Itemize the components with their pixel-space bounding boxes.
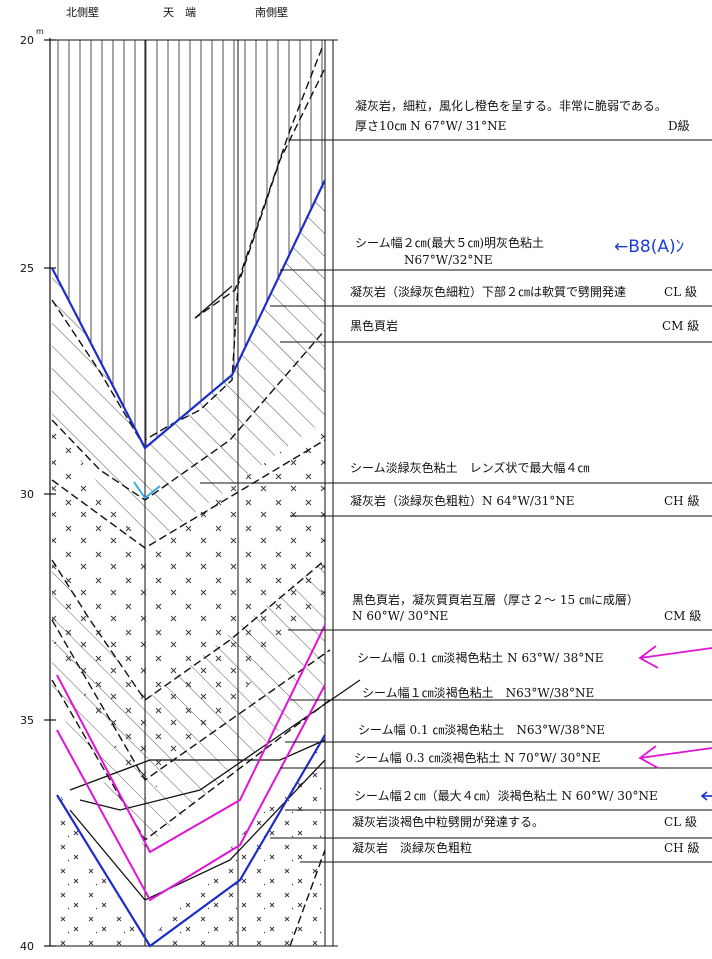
blue-boundary-lower	[56, 734, 326, 948]
tuff-hatched-band	[52, 180, 325, 548]
annotation-6-line1: 凝灰岩（淡緑灰色粗粒）N 64°W/31°NE	[350, 493, 575, 508]
annotation-2-line2: N67°W/32°NE	[404, 253, 493, 267]
annotation-14-line1: 凝灰岩 淡緑灰色粗粒	[352, 840, 472, 855]
annotation-list: 凝灰岩，細粒，風化し橙色を呈する。非常に脆弱である。 厚さ10㎝ N 67°W/…	[350, 98, 701, 855]
annotation-14-class: CH 級	[664, 841, 699, 855]
header-south-wall: 南側壁	[255, 5, 288, 19]
depth-axis: 20 m 25 30 35 40	[20, 27, 56, 953]
annotation-5-line1: シーム淡緑灰色粘土 レンズ状で最大幅４㎝	[350, 460, 589, 475]
weathered-tuff-zone	[52, 40, 325, 448]
header-north-wall: 北側壁	[66, 5, 99, 19]
annotation-1-line1: 凝灰岩，細粒，風化し橙色を呈する。非常に脆弱である。	[355, 98, 667, 113]
annotation-6-class: CH 級	[664, 494, 699, 508]
annotation-7-class: CM 級	[664, 609, 701, 623]
magenta-arrows	[638, 645, 712, 769]
annotation-1-line2: 厚さ10㎝ N 67°W/ 31°NE	[355, 119, 506, 133]
annotation-10-line1: シーム幅 0.1 ㎝淡褐色粘土 N63°W/38°NE	[358, 722, 605, 737]
annotation-11-line1: シーム幅 0.3 ㎝淡褐色粘土 N 70°W/ 30°NE	[354, 750, 600, 765]
cyan-seam-mark	[133, 481, 161, 500]
annotation-3-line1: 凝灰岩（淡緑灰色細粒）下部２㎝は軟質で劈開発達	[350, 284, 626, 299]
leader-lines	[200, 139, 712, 863]
annotation-1-class: D級	[668, 119, 690, 133]
depth-label-20: 20	[20, 34, 34, 47]
bottom-tuff-zone	[52, 740, 325, 946]
b8-blue-label: ←B8(A)ﾝ	[614, 237, 684, 257]
annotation-4-line1: 黒色頁岩	[350, 318, 398, 333]
depth-label-25: 25	[20, 262, 34, 275]
depth-unit: m	[36, 27, 44, 36]
magenta-seam-lower	[56, 684, 326, 902]
blue-arrow-icon	[700, 791, 712, 801]
depth-label-40: 40	[20, 940, 34, 953]
annotation-9-line1: シーム幅１㎝淡褐色粘土 N63°W/38°NE	[362, 685, 594, 700]
dashed-boundaries	[51, 47, 331, 947]
blue-boundary-upper	[51, 179, 326, 450]
annotation-8-line1: シーム幅 0.1 ㎝淡褐色粘土 N 63°W/ 38°NE	[357, 650, 603, 665]
annotation-13-class: CL 級	[664, 815, 697, 829]
annotation-3-class: CL 級	[664, 285, 697, 299]
annotation-12-line1: シーム幅２㎝（最大４㎝）淡褐色粘土 N 60°W/ 30°NE	[354, 788, 658, 803]
shale-interbed-zone	[52, 560, 325, 848]
annotation-2-line1: シーム幅２㎝(最大５㎝)明灰色粘土	[355, 235, 544, 250]
annotation-4-class: CM 級	[662, 319, 699, 333]
header-crown: 天 端	[163, 6, 196, 19]
depth-label-35: 35	[20, 714, 34, 727]
depth-label-30: 30	[20, 488, 34, 501]
annotation-7-line1: 黒色頁岩，凝灰質頁岩互層（厚さ２～ 15 ㎝に成層）	[352, 592, 639, 607]
magenta-seam-upper	[56, 624, 326, 854]
annotation-7-line2: N 60°W/ 30°NE	[352, 609, 448, 623]
annotation-13-line1: 凝灰岩淡褐色中粒劈開が発達する。	[352, 814, 544, 829]
